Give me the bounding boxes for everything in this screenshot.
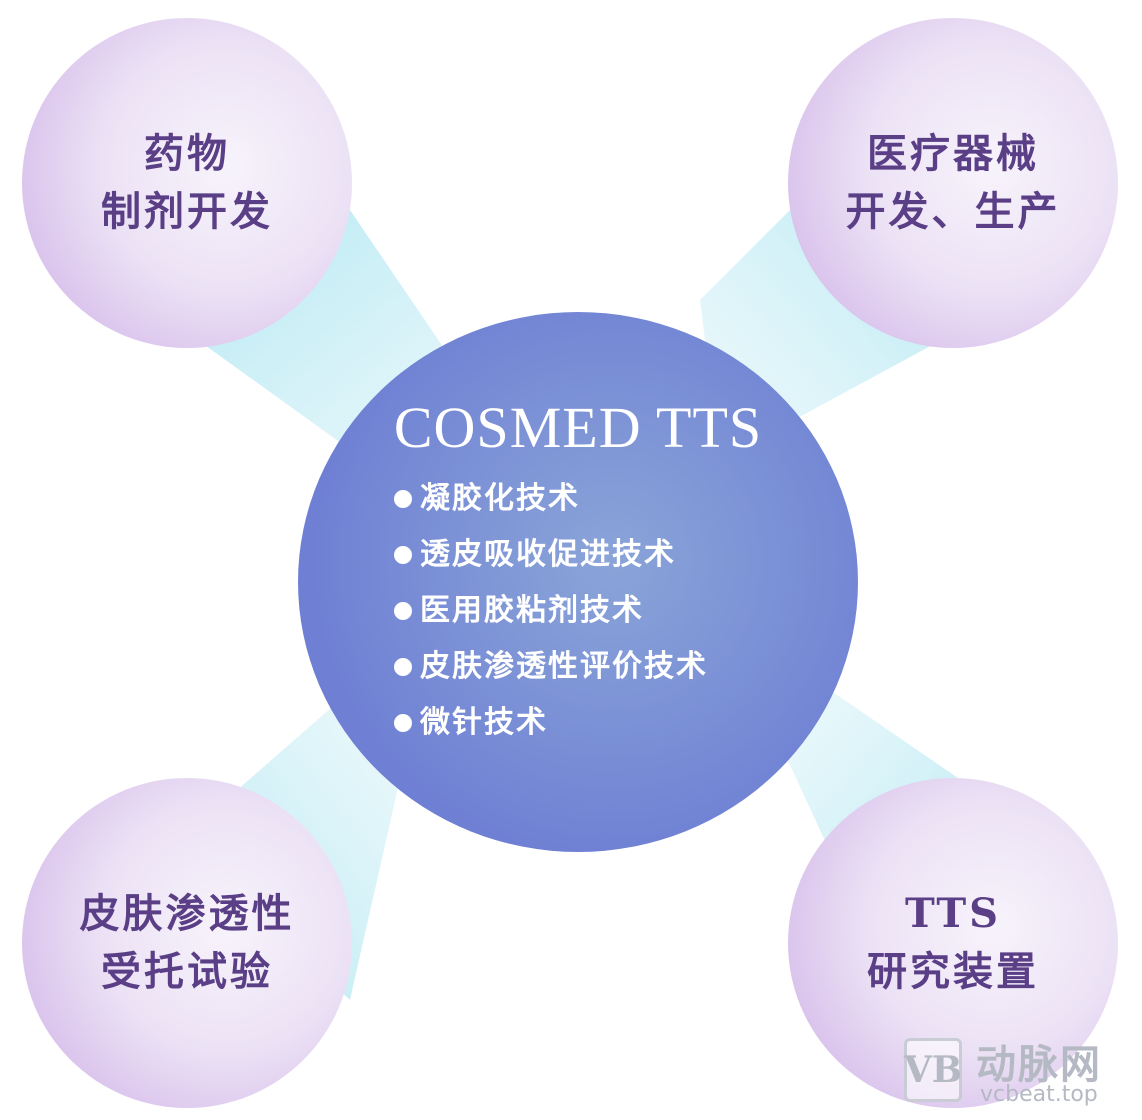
bullet-icon	[394, 658, 412, 676]
watermark-brand-text: 动脉网	[976, 1042, 1102, 1088]
bullet-icon	[394, 602, 412, 620]
technology-item: 透皮吸收促进技术	[394, 527, 708, 583]
watermark: VB 动脉网 vcbeat.top	[900, 1032, 1136, 1112]
bullet-icon	[394, 546, 412, 564]
circle-drug-formulation: 药物 制剂开发	[22, 18, 352, 348]
circle-tl-line2: 制剂开发	[101, 188, 273, 235]
technology-list: 凝胶化技术 透皮吸收促进技术 医用胶粘剂技术 皮肤渗透性评价技术 微针技术	[394, 471, 708, 751]
technology-item-label: 皮肤渗透性评价技术	[420, 649, 708, 684]
technology-item: 微针技术	[394, 695, 708, 751]
circle-br-line2: 研究装置	[867, 948, 1039, 995]
watermark-url: vcbeat.top	[980, 1082, 1098, 1107]
circle-bl-line2: 受托试验	[101, 948, 273, 995]
bullet-icon	[394, 714, 412, 732]
vb-logo-icon: VB	[904, 1038, 962, 1102]
bullet-icon	[394, 490, 412, 508]
technology-item: 皮肤渗透性评价技术	[394, 639, 708, 695]
circle-br-line1: TTS	[905, 890, 1001, 937]
circle-tr-line2: 开发、生产	[845, 188, 1061, 235]
technology-item-label: 凝胶化技术	[420, 481, 580, 516]
circle-tl-line1: 药物	[144, 130, 230, 177]
technology-item-label: 微针技术	[420, 705, 548, 740]
center-circle-cosmed-tts: COSMED TTS 凝胶化技术 透皮吸收促进技术 医用胶粘剂技术 皮肤渗透性评…	[298, 312, 858, 852]
circle-medical-devices: 医疗器械 开发、生产	[788, 18, 1118, 348]
circle-skin-permeation-testing: 皮肤渗透性 受托试验	[22, 778, 352, 1108]
technology-item-label: 透皮吸收促进技术	[420, 537, 676, 572]
circle-bl-line1: 皮肤渗透性	[79, 890, 295, 937]
circle-tr-line1: 医疗器械	[867, 130, 1039, 177]
technology-item-label: 医用胶粘剂技术	[420, 593, 644, 628]
center-title: COSMED TTS	[393, 395, 763, 460]
technology-item: 凝胶化技术	[394, 471, 708, 527]
technology-item: 医用胶粘剂技术	[394, 583, 708, 639]
